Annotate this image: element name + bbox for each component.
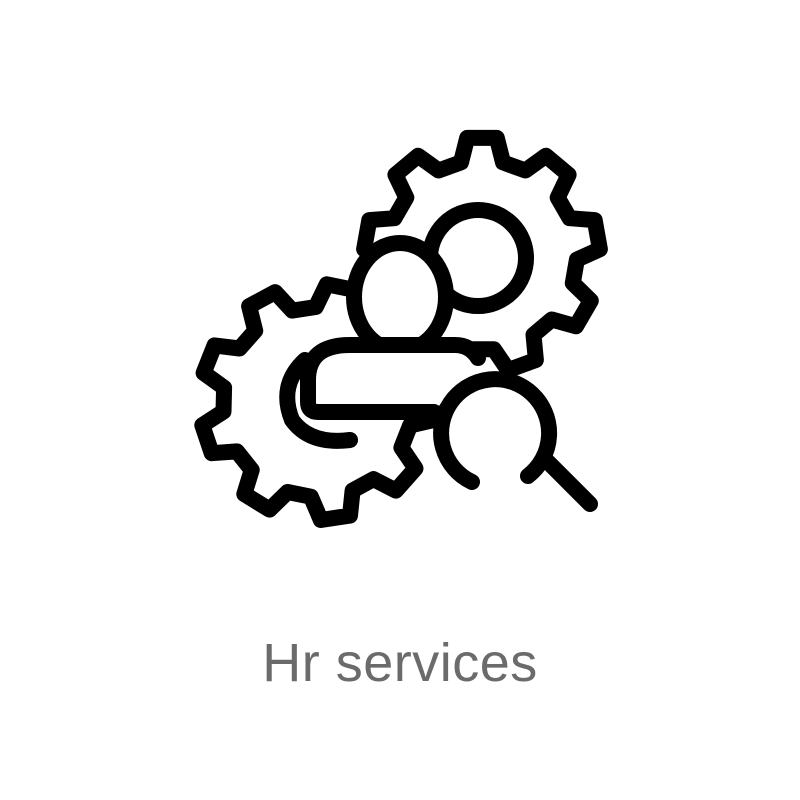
magnifier-icon — [433, 371, 598, 512]
person-icon — [279, 235, 486, 449]
gear-icon — [356, 129, 608, 379]
caption-label: Hr services — [262, 633, 538, 693]
